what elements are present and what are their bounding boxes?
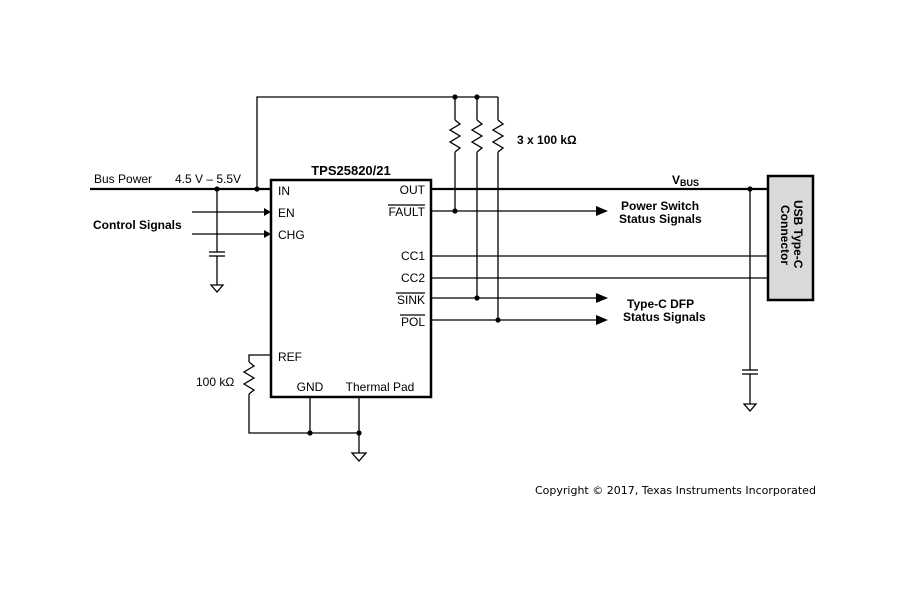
main-ground-symbol: [350, 452, 368, 462]
ground-return-wire: [248, 394, 359, 434]
pin-out-label: OUT: [400, 183, 426, 197]
ic-body: [269, 178, 433, 399]
ref-resistor-label: 100 kΩ: [196, 375, 234, 389]
bus-power-label: Bus Power: [94, 172, 152, 186]
control-signals-label: Control Signals: [93, 218, 182, 232]
en-arrow: [264, 208, 271, 216]
pin-thermal-label: Thermal Pad: [346, 380, 415, 394]
output-ground-symbol: [742, 403, 758, 412]
pin-en-label: EN: [278, 206, 295, 220]
ref-resistor: [242, 361, 256, 395]
ref-wire: [248, 354, 271, 362]
sink-arrow: [596, 293, 608, 303]
usb-type-c-connector: [766, 174, 815, 302]
junction-pol: [495, 317, 501, 323]
vbus-label: VBUS: [672, 173, 699, 188]
fault-arrow: [596, 206, 608, 216]
ic-name: TPS25820/21: [311, 163, 391, 178]
pin-fault-label: FAULT: [389, 205, 426, 219]
power-switch-status-line2: Status Signals: [619, 212, 702, 226]
pullups-label: 3 x 100 kΩ: [517, 133, 577, 147]
pullup-resistor-2: [470, 97, 484, 298]
pullup-resistor-3: [491, 97, 505, 320]
chg-arrow: [264, 230, 271, 238]
junction-fault: [452, 208, 458, 214]
pin-cc2-label: CC2: [401, 271, 425, 285]
connector-label-line2: Connector: [778, 205, 792, 265]
pullup-supply-wire: [256, 96, 498, 189]
pin-chg-label: CHG: [278, 228, 305, 242]
pin-cc1-label: CC1: [401, 249, 425, 263]
pin-gnd-label: GND: [297, 380, 324, 394]
dfp-status-line1: Type-C DFP: [627, 297, 694, 311]
junction-sink: [474, 295, 480, 301]
pin-ref-label: REF: [278, 350, 302, 364]
dfp-status-line2: Status Signals: [623, 310, 706, 324]
copyright-text: Copyright © 2017, Texas Instruments Inco…: [535, 484, 816, 497]
pin-in-label: IN: [278, 184, 290, 198]
pullup-resistor-1: [448, 97, 462, 211]
pin-sink-label: SINK: [397, 293, 425, 307]
junction-thermal: [356, 430, 362, 436]
junction-gnd: [307, 430, 313, 436]
pin-pol-label: POL: [401, 315, 425, 329]
power-switch-status-line1: Power Switch: [621, 199, 699, 213]
voltage-range-label: 4.5 V – 5.5V: [175, 172, 241, 186]
input-ground-symbol: [209, 284, 225, 293]
pol-arrow: [596, 315, 608, 325]
connector-label-line1: USB Type-C: [791, 200, 805, 269]
